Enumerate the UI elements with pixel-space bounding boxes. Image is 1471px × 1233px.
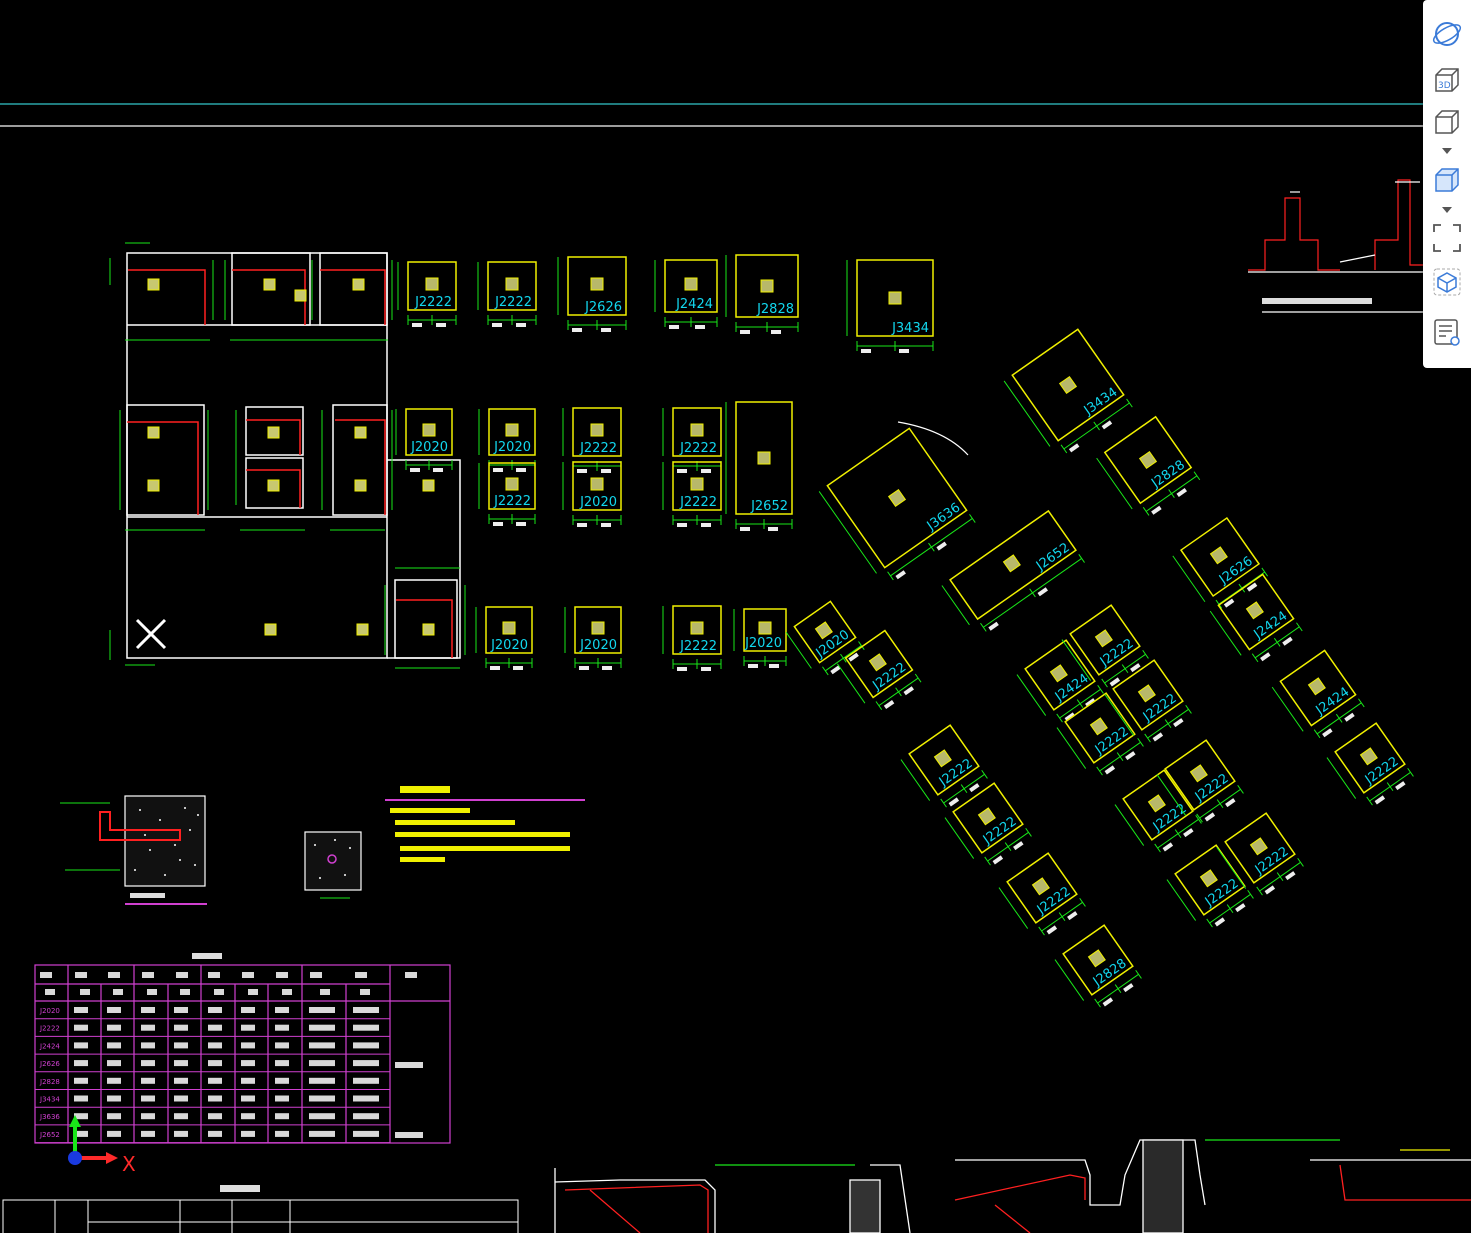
footing: J2222 xyxy=(944,782,1032,866)
footing: J2222 xyxy=(1166,844,1254,928)
footing-label: J2828 xyxy=(756,302,794,317)
visual-style-button[interactable] xyxy=(1429,162,1465,198)
footing: J2424 xyxy=(1016,639,1104,723)
footing-label: J2222 xyxy=(679,441,717,456)
footing: J2222 xyxy=(1326,722,1414,806)
ucs-x-label: X xyxy=(122,1152,136,1176)
footing: J2652 xyxy=(725,401,793,531)
footing: J2222 xyxy=(836,629,922,710)
footing: J2222 xyxy=(1114,769,1202,853)
footing-label: J2222 xyxy=(493,494,531,509)
schedule-row-label: J2626 xyxy=(39,1060,60,1068)
rebar-lines xyxy=(127,269,453,658)
footing: J2020 xyxy=(475,606,533,670)
footing-label: J2020 xyxy=(744,636,782,651)
footing: J2222 xyxy=(477,261,537,327)
footing-label: J3434 xyxy=(891,321,929,336)
footing-label: J2222 xyxy=(414,295,452,310)
section-detail-topright xyxy=(1248,179,1430,313)
footing-label: J2222 xyxy=(579,441,617,456)
footing: J2828 xyxy=(1054,924,1142,1008)
footing-label: J2222 xyxy=(494,295,532,310)
footing: J3636 xyxy=(818,427,976,581)
footing: J2424 xyxy=(1271,649,1365,739)
view-cube-button[interactable] xyxy=(1429,104,1465,140)
footing: J2020 xyxy=(478,408,536,472)
cube-view-icon xyxy=(1435,110,1459,134)
svg-text:3D: 3D xyxy=(1438,81,1451,91)
schedule-row-label: J2424 xyxy=(39,1042,60,1050)
orbit-icon xyxy=(1432,22,1462,46)
schedule-row-label: J2828 xyxy=(39,1078,60,1086)
schedule-row-label: J2222 xyxy=(39,1025,60,1033)
footing: J2626 xyxy=(1172,516,1269,609)
chevron-down-icon xyxy=(1442,207,1452,213)
footing: J2222 xyxy=(900,724,988,808)
footing: J2222 xyxy=(998,852,1086,936)
rebar-detail-left xyxy=(60,795,207,905)
chevron-down-icon xyxy=(1442,148,1452,154)
footing: J3434 xyxy=(1003,328,1133,454)
footing: J2424 xyxy=(654,259,718,329)
building-dimensions xyxy=(109,242,466,669)
footing-label: J2652 xyxy=(750,499,788,514)
arc-dimension xyxy=(897,421,969,456)
view-3d-button[interactable]: 3D xyxy=(1429,62,1465,98)
section-details-bottom xyxy=(554,1139,1471,1233)
schedule-row-label: J2652 xyxy=(39,1131,60,1139)
cross-marker xyxy=(135,618,167,650)
footing: J2626 xyxy=(557,256,627,332)
footing-label: J2020 xyxy=(493,440,531,455)
cube-3d-icon: 3D xyxy=(1435,68,1459,92)
building-outline xyxy=(126,252,461,659)
footing: J3434 xyxy=(846,259,934,353)
footing: J2020 xyxy=(395,408,453,472)
schedule-row-label: J2020 xyxy=(39,1007,60,1015)
column-detail xyxy=(304,831,362,899)
ucs-icon: X xyxy=(62,1115,142,1176)
general-notes xyxy=(385,786,585,862)
footing-label: J2626 xyxy=(584,300,622,315)
footing: J2222 xyxy=(1056,692,1144,776)
footing: J2222 xyxy=(662,461,722,527)
building-piers xyxy=(147,278,435,636)
footing: J2020 xyxy=(733,608,787,668)
footing-label: J2020 xyxy=(410,440,448,455)
zoom-extents-button[interactable] xyxy=(1429,220,1465,256)
footing: J2222 xyxy=(562,407,622,473)
footing: J2828 xyxy=(1096,415,1201,516)
shaded-cube-icon xyxy=(1435,168,1459,192)
footing: J2222 xyxy=(662,407,722,473)
footing: J2020 xyxy=(562,461,622,527)
footing-label: J2020 xyxy=(579,638,617,653)
footing: J2020 xyxy=(564,606,622,670)
model-cube-icon xyxy=(1433,268,1461,296)
footing-label: J2020 xyxy=(490,638,528,653)
footing: J2828 xyxy=(725,254,799,334)
orbit-button[interactable] xyxy=(1429,16,1465,52)
footing-label: J2424 xyxy=(675,297,713,312)
footing-label: J2222 xyxy=(679,639,717,654)
footing: J2222 xyxy=(397,261,457,327)
footing: J2222 xyxy=(662,605,722,671)
rebar-schedule-table xyxy=(2,1185,519,1233)
footing-label: J2020 xyxy=(579,495,617,510)
footing: J2222 xyxy=(478,462,536,526)
footing-label: J2222 xyxy=(679,495,717,510)
properties-button[interactable] xyxy=(1429,314,1465,350)
schedule-row-label: J3434 xyxy=(39,1096,60,1104)
footing: J2652 xyxy=(941,509,1085,632)
zoom-extents-icon xyxy=(1433,224,1461,252)
schedule-row-label: J3636 xyxy=(39,1113,60,1121)
model-view-button[interactable] xyxy=(1429,264,1465,300)
properties-icon xyxy=(1434,319,1460,346)
visual-style-dropdown[interactable] xyxy=(1439,205,1455,215)
view-navigation-toolbar: 3D xyxy=(1423,0,1471,368)
view-dropdown[interactable] xyxy=(1439,146,1455,156)
